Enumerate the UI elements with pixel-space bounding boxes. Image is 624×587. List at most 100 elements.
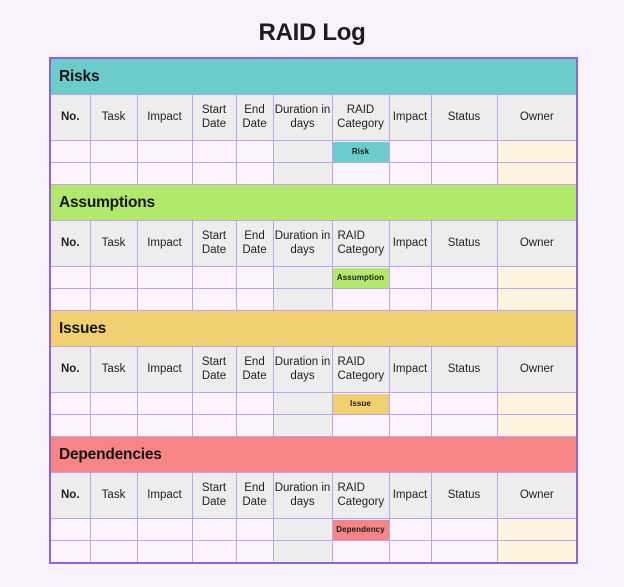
cell-duration[interactable]	[272, 140, 333, 163]
cell-impact[interactable]	[136, 162, 193, 185]
cell-status[interactable]	[430, 518, 498, 541]
cell-impact[interactable]	[136, 540, 193, 564]
cell-owner[interactable]	[496, 288, 578, 311]
cell-start-date[interactable]	[191, 288, 237, 311]
cell-end-date[interactable]	[235, 266, 274, 289]
cell-owner[interactable]	[496, 266, 578, 289]
cell-owner[interactable]	[496, 392, 578, 415]
cell-task[interactable]	[89, 162, 138, 185]
cell-impact[interactable]	[136, 140, 193, 163]
cell-no[interactable]	[49, 162, 91, 185]
cell-owner[interactable]	[496, 140, 578, 163]
column-header-raid-category: RAID Category	[331, 346, 390, 393]
raid-category-badge[interactable]: Risk	[332, 141, 389, 162]
cell-raid-category[interactable]	[331, 540, 390, 564]
cell-status[interactable]	[430, 162, 498, 185]
raid-category-badge[interactable]: Dependency	[332, 519, 389, 540]
cell-task[interactable]	[89, 518, 138, 541]
cell-task[interactable]	[89, 392, 138, 415]
cell-duration[interactable]	[272, 414, 333, 437]
cell-no[interactable]	[49, 288, 91, 311]
cell-impact2[interactable]	[388, 288, 432, 311]
cell-start-date[interactable]	[191, 518, 237, 541]
table-row[interactable]: Dependency	[49, 518, 578, 541]
cell-no[interactable]	[49, 540, 91, 564]
cell-owner[interactable]	[496, 162, 578, 185]
cell-duration[interactable]	[272, 266, 333, 289]
cell-task[interactable]	[89, 266, 138, 289]
cell-end-date[interactable]	[235, 392, 274, 415]
table-row[interactable]	[49, 540, 578, 564]
cell-raid-category[interactable]	[331, 288, 390, 311]
cell-raid-category[interactable]	[331, 162, 390, 185]
cell-status[interactable]	[430, 414, 498, 437]
cell-owner[interactable]	[496, 540, 578, 564]
cell-impact2[interactable]	[388, 414, 432, 437]
cell-status[interactable]	[430, 392, 498, 415]
cell-raid-category[interactable]: Issue	[331, 392, 390, 415]
cell-duration[interactable]	[272, 288, 333, 311]
cell-start-date[interactable]	[191, 414, 237, 437]
cell-impact2[interactable]	[388, 518, 432, 541]
cell-no[interactable]	[49, 140, 91, 163]
cell-status[interactable]	[430, 540, 498, 564]
cell-end-date[interactable]	[235, 140, 274, 163]
cell-duration[interactable]	[272, 518, 333, 541]
cell-task[interactable]	[89, 414, 138, 437]
raid-category-empty[interactable]	[333, 164, 389, 184]
cell-owner[interactable]	[496, 518, 578, 541]
cell-no[interactable]	[49, 518, 91, 541]
cell-start-date[interactable]	[191, 140, 237, 163]
table-row[interactable]	[49, 162, 578, 185]
cell-impact2[interactable]	[388, 162, 432, 185]
column-header-end-date: End Date	[235, 94, 274, 141]
cell-task[interactable]	[89, 288, 138, 311]
table-row[interactable]	[49, 288, 578, 311]
cell-status[interactable]	[430, 266, 498, 289]
cell-impact[interactable]	[136, 266, 193, 289]
cell-no[interactable]	[49, 392, 91, 415]
column-header-impact: Impact	[388, 94, 432, 141]
cell-end-date[interactable]	[235, 518, 274, 541]
table-row[interactable]: Risk	[49, 140, 578, 163]
cell-end-date[interactable]	[235, 414, 274, 437]
cell-raid-category[interactable]: Dependency	[331, 518, 390, 541]
cell-raid-category[interactable]	[331, 414, 390, 437]
cell-impact2[interactable]	[388, 392, 432, 415]
cell-impact[interactable]	[136, 392, 193, 415]
cell-no[interactable]	[49, 266, 91, 289]
cell-end-date[interactable]	[235, 162, 274, 185]
table-row[interactable]: Issue	[49, 392, 578, 415]
cell-duration[interactable]	[272, 392, 333, 415]
column-header-impact: Impact	[136, 94, 193, 141]
cell-start-date[interactable]	[191, 540, 237, 564]
cell-start-date[interactable]	[191, 162, 237, 185]
cell-task[interactable]	[89, 140, 138, 163]
cell-start-date[interactable]	[191, 266, 237, 289]
cell-end-date[interactable]	[235, 540, 274, 564]
cell-status[interactable]	[430, 140, 498, 163]
cell-impact[interactable]	[136, 414, 193, 437]
raid-category-empty[interactable]	[333, 542, 389, 562]
table-row[interactable]: Assumption	[49, 266, 578, 289]
cell-impact2[interactable]	[388, 266, 432, 289]
cell-raid-category[interactable]: Assumption	[331, 266, 390, 289]
cell-status[interactable]	[430, 288, 498, 311]
cell-impact2[interactable]	[388, 540, 432, 564]
cell-no[interactable]	[49, 414, 91, 437]
cell-impact[interactable]	[136, 518, 193, 541]
raid-category-empty[interactable]	[333, 416, 389, 436]
cell-duration[interactable]	[272, 162, 333, 185]
cell-duration[interactable]	[272, 540, 333, 564]
raid-category-badge[interactable]: Issue	[332, 393, 389, 414]
cell-end-date[interactable]	[235, 288, 274, 311]
raid-category-empty[interactable]	[333, 290, 389, 310]
cell-impact[interactable]	[136, 288, 193, 311]
cell-raid-category[interactable]: Risk	[331, 140, 390, 163]
cell-start-date[interactable]	[191, 392, 237, 415]
cell-owner[interactable]	[496, 414, 578, 437]
cell-impact2[interactable]	[388, 140, 432, 163]
cell-task[interactable]	[89, 540, 138, 564]
table-row[interactable]	[49, 414, 578, 437]
raid-category-badge[interactable]: Assumption	[332, 267, 389, 288]
